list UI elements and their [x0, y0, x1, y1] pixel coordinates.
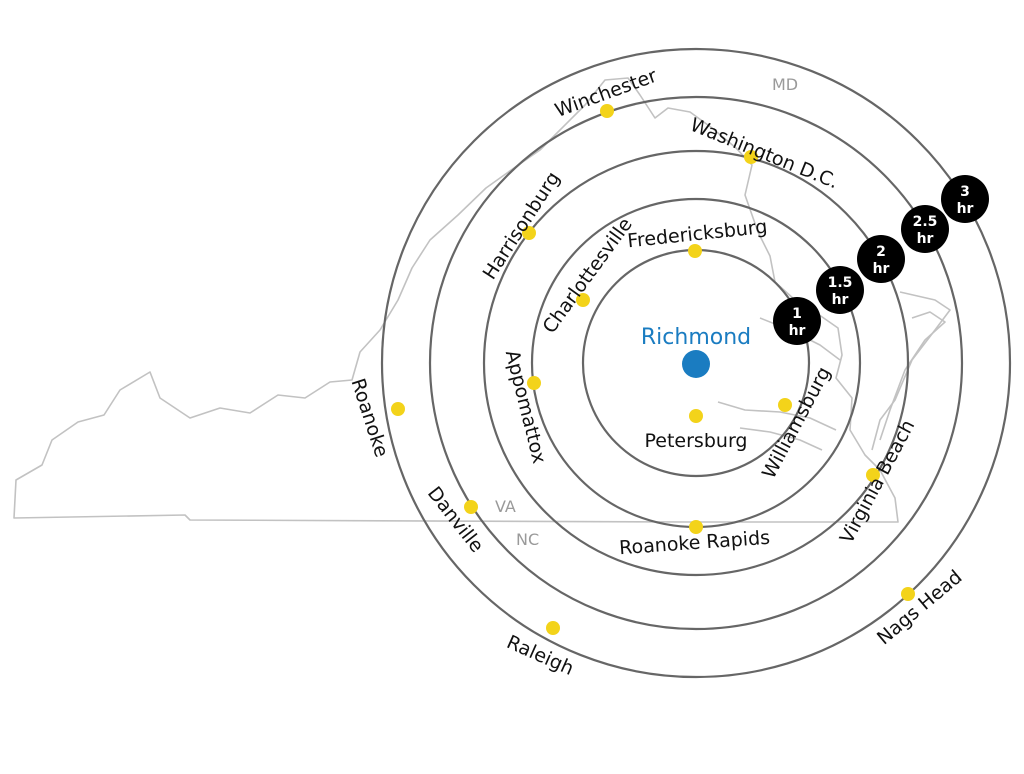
- state-label-md: MD: [772, 75, 798, 94]
- dot-raleigh[interactable]: [546, 621, 560, 635]
- eastern-shore: [879, 311, 946, 441]
- dot-roanoke[interactable]: [391, 402, 405, 416]
- badge-2hr: 2 hr: [857, 235, 905, 283]
- dot-nags-head[interactable]: [901, 587, 915, 601]
- dot-harrisonburg[interactable]: [522, 226, 536, 240]
- badge-1hr: 1 hr: [773, 297, 821, 345]
- richmond-marker[interactable]: [682, 350, 710, 378]
- label-harrisonburg: Harrisonburg: [479, 168, 565, 284]
- badge-2hr-unit: hr: [873, 261, 890, 277]
- label-nags-head: Nags Head: [873, 566, 966, 649]
- ring-2-5hr: [428, 95, 964, 631]
- dot-winchester[interactable]: [600, 104, 614, 118]
- dot-washington-dc[interactable]: [744, 150, 758, 164]
- dot-danville[interactable]: [464, 500, 478, 514]
- badge-2-5hr: 2.5 hr: [901, 205, 949, 253]
- dot-petersburg[interactable]: [689, 409, 703, 423]
- ring-badges: 1 hr 1.5 hr 2 hr 2.5 hr 3 hr: [773, 175, 989, 345]
- badge-2hr-circle: [857, 235, 905, 283]
- label-danville: Danville: [423, 483, 488, 557]
- dot-williamsburg[interactable]: [778, 398, 792, 412]
- badge-1hr-unit: hr: [789, 323, 806, 339]
- badge-1-5hr-unit: hr: [832, 292, 849, 308]
- label-appomattox: Appomattox: [501, 348, 550, 466]
- badge-2-5hr-circle: [901, 205, 949, 253]
- badge-1-5hr-value: 1.5: [828, 275, 853, 291]
- badge-1hr-circle: [773, 297, 821, 345]
- badge-1-5hr-circle: [816, 266, 864, 314]
- badge-3hr-unit: hr: [957, 201, 974, 217]
- badge-2hr-value: 2: [876, 244, 886, 260]
- river-york: [739, 427, 823, 451]
- label-roanoke-rapids: Roanoke Rapids: [618, 527, 770, 559]
- state-label-va: VA: [495, 497, 516, 516]
- richmond-label: Richmond: [641, 325, 751, 350]
- badge-3hr-value: 3: [960, 184, 970, 200]
- river-james: [717, 401, 837, 431]
- label-roanoke: Roanoke: [346, 376, 392, 460]
- ring-3hr: [380, 47, 1012, 679]
- badge-3hr: 3 hr: [941, 175, 989, 223]
- virginia-outline: [13, 77, 899, 523]
- badge-2-5hr-unit: hr: [917, 231, 934, 247]
- badge-2-5hr-value: 2.5: [913, 214, 938, 230]
- dot-fredericksburg[interactable]: [688, 244, 702, 258]
- dot-charlottesville[interactable]: [576, 293, 590, 307]
- label-raleigh: Raleigh: [503, 631, 577, 680]
- label-virginia-beach: Virginia Beach: [836, 416, 920, 547]
- ring-2hr: [482, 149, 910, 577]
- badge-3hr-circle: [941, 175, 989, 223]
- dot-virginia-beach[interactable]: [866, 468, 880, 482]
- chesapeake-shore: [871, 291, 951, 451]
- state-label-nc: NC: [516, 530, 539, 549]
- city-labels: Fredericksburg Petersburg Williamsburg C…: [346, 65, 966, 680]
- label-charlottesville: Charlottesville: [538, 214, 636, 338]
- city-dots: [391, 104, 915, 635]
- label-petersburg: Petersburg: [645, 430, 748, 452]
- badge-1-5hr: 1.5 hr: [816, 266, 864, 314]
- badge-1hr-value: 1: [792, 306, 802, 322]
- dot-appomattox[interactable]: [527, 376, 541, 390]
- dot-roanoke-rapids[interactable]: [689, 520, 703, 534]
